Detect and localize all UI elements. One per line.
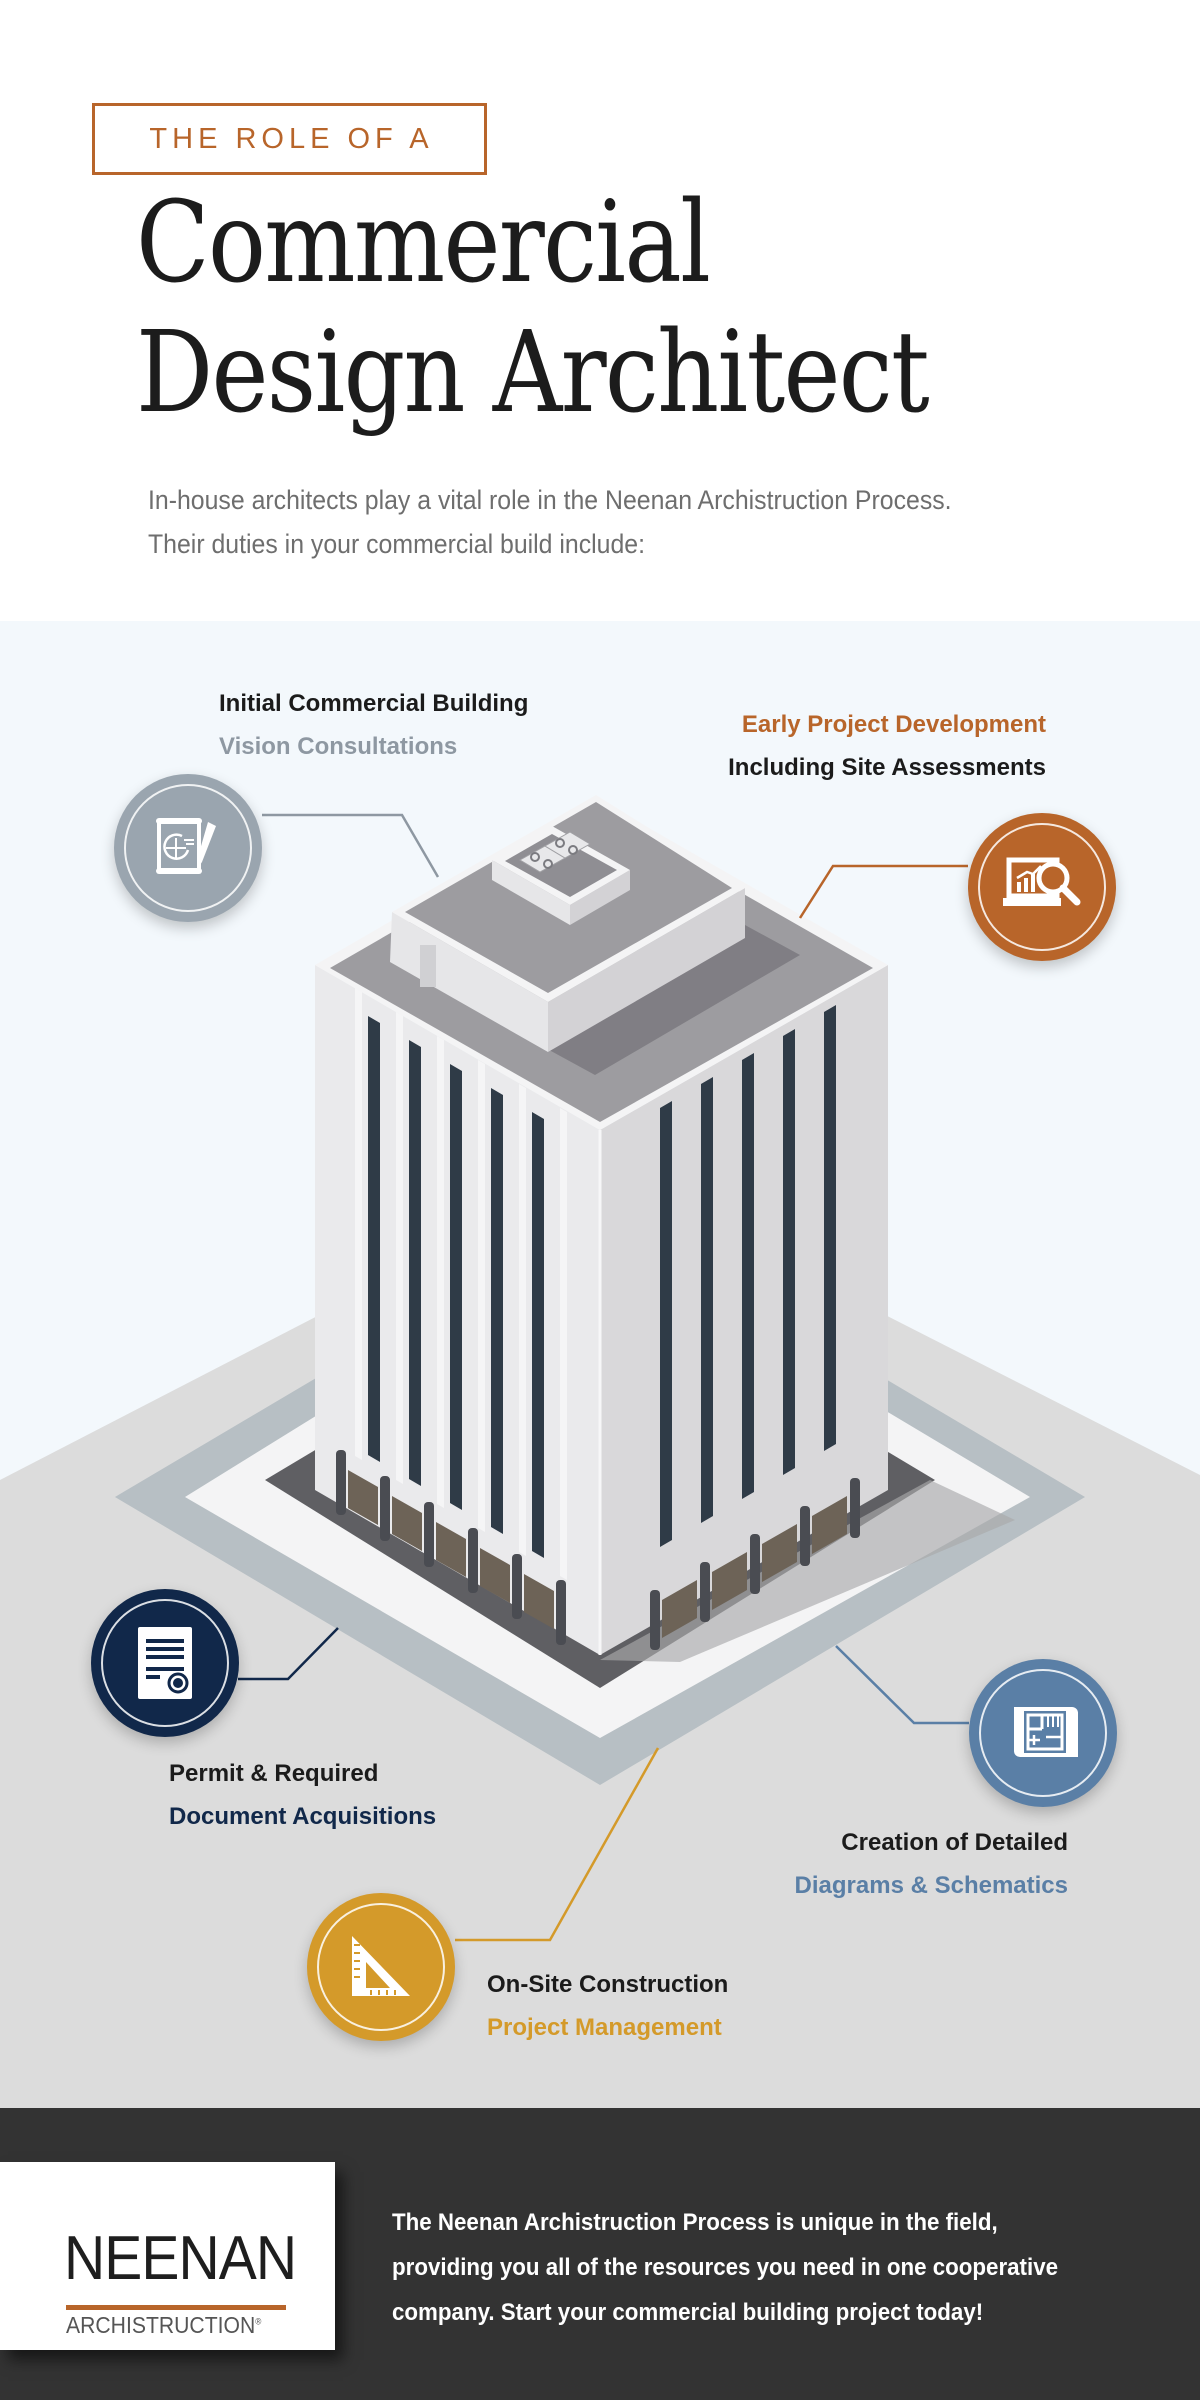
footer-line-2: providing you all of the resources you n… bbox=[392, 2254, 1059, 2281]
callout-permit-line1: Permit & Required bbox=[169, 1760, 379, 1787]
logo-wordmark: NEENAN bbox=[64, 2224, 297, 2293]
logo-underline bbox=[66, 2305, 286, 2310]
callout-early-line1: Early Project Development bbox=[741, 711, 1046, 738]
neenan-logo[interactable]: NEENAN ARCHISTRUCTION® bbox=[0, 2162, 335, 2350]
callout-permit-line2: Document Acquisitions bbox=[169, 1803, 437, 1830]
badge-onsite bbox=[307, 1893, 455, 2041]
footer-cta-text: The Neenan Archistruction Process is uni… bbox=[392, 2200, 1117, 2335]
logo-subtitle: ARCHISTRUCTION® bbox=[66, 2312, 261, 2339]
laptop-chart-magnifier-icon bbox=[1003, 857, 1081, 906]
callout-onsite-line2: Project Management bbox=[487, 2014, 722, 2041]
callout-diagrams-line1: Creation of Detailed bbox=[841, 1829, 1068, 1856]
floorplan-scroll-icon bbox=[1014, 1707, 1078, 1757]
set-square-ruler-icon bbox=[352, 1936, 410, 1996]
intro-line-1: In-house architects play a vital role in… bbox=[148, 485, 952, 515]
callout-diagrams-line2: Diagrams & Schematics bbox=[794, 1872, 1068, 1899]
callout-vision-line2: Vision Consultations bbox=[219, 733, 458, 760]
header: THE ROLE OF A Commercial Design Architec… bbox=[0, 0, 1200, 621]
title-line-1: Commercial bbox=[136, 178, 711, 308]
intro-text: In-house architects play a vital role in… bbox=[148, 478, 1031, 566]
footer-line-3: company. Start your commercial building … bbox=[392, 2299, 984, 2326]
footer: NEENAN ARCHISTRUCTION® The Neenan Archis… bbox=[0, 2108, 1200, 2400]
callout-early: Early Project Development Including Site… bbox=[660, 703, 1046, 789]
callout-permit: Permit & Required Document Acquisitions bbox=[169, 1752, 436, 1838]
callout-early-line2: Including Site Assessments bbox=[728, 754, 1046, 781]
eyebrow-text: THE ROLE OF A bbox=[149, 122, 434, 155]
isometric-building-scene bbox=[0, 795, 1200, 2108]
callout-vision: Initial Commercial Building Vision Consu… bbox=[219, 682, 528, 768]
blueprint-pencil-icon bbox=[156, 818, 216, 874]
page-title: Commercial Design Architect bbox=[136, 178, 996, 438]
callout-onsite: On-Site Construction Project Management bbox=[487, 1963, 728, 2049]
certificate-document-icon bbox=[138, 1627, 192, 1699]
footer-line-1: The Neenan Archistruction Process is uni… bbox=[392, 2209, 998, 2236]
logo-subtitle-text: ARCHISTRUCTION bbox=[66, 2312, 256, 2338]
callout-onsite-line1: On-Site Construction bbox=[487, 1971, 729, 1998]
badge-early bbox=[968, 813, 1116, 961]
badge-diagrams bbox=[969, 1659, 1117, 1807]
intro-line-2: Their duties in your commercial build in… bbox=[148, 529, 646, 559]
building-illustration: Initial Commercial Building Vision Consu… bbox=[0, 621, 1200, 2108]
callout-diagrams: Creation of Detailed Diagrams & Schemati… bbox=[700, 1821, 1068, 1907]
title-line-2: Design Architect bbox=[136, 308, 930, 438]
callout-vision-line1: Initial Commercial Building bbox=[219, 690, 529, 717]
registered-mark: ® bbox=[255, 2316, 262, 2327]
badge-vision bbox=[114, 774, 262, 922]
badge-permit bbox=[91, 1589, 239, 1737]
eyebrow-box: THE ROLE OF A bbox=[92, 103, 487, 175]
